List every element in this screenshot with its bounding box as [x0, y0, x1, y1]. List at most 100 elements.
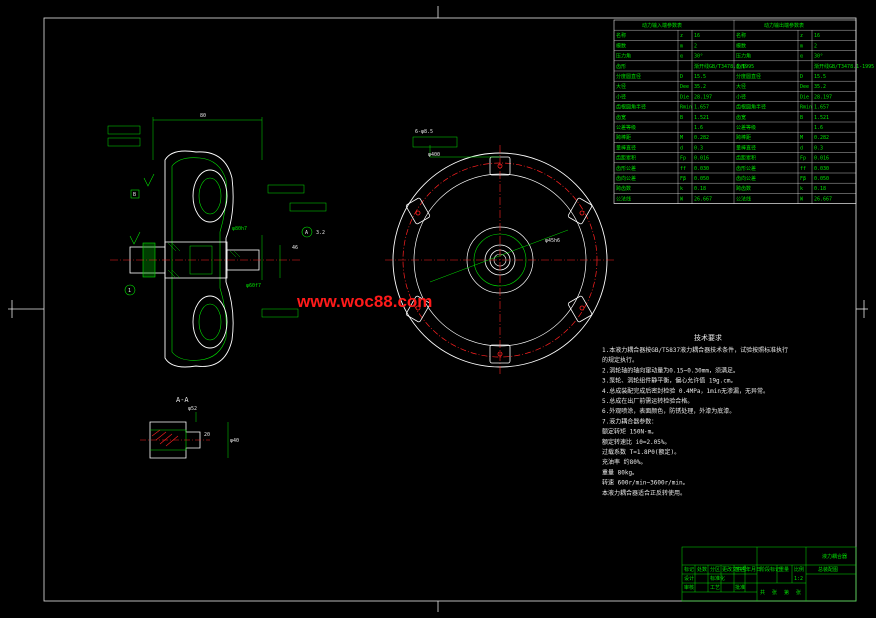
- tech-note-line: 4.总成装配完成后密封检验 0.4MPa，1min无渗漏，无异常。: [602, 387, 769, 395]
- param-table-cell: 齿距累积: [616, 155, 636, 162]
- param-table-cell: 大径: [616, 83, 626, 90]
- sec-dim-1: φ52: [188, 406, 197, 412]
- param-table-cell: 1.521: [814, 115, 829, 121]
- param-table-cell: 小径: [616, 93, 626, 100]
- param-table-cell: D: [800, 74, 803, 80]
- param-table-cell: B: [680, 115, 683, 121]
- param-table-cell: 公法线: [736, 195, 751, 202]
- param-table-cell: 公差等级: [736, 124, 756, 131]
- drawing-title: 总装配图: [818, 566, 838, 573]
- param-table-cell: 15.5: [694, 74, 706, 80]
- param-table-cell: 跨棒距: [736, 134, 751, 141]
- param-table-cell: M: [800, 135, 803, 141]
- param-table-cell: 2: [814, 43, 817, 49]
- param-table-cell: 跨齿数: [616, 185, 631, 192]
- param-table-cell: 量棒直径: [616, 144, 636, 151]
- drawing-frame: [8, 6, 868, 612]
- tech-note-line: 5.总成在出厂前需运转检验合格。: [602, 397, 693, 405]
- param-table-cell: 齿形: [616, 63, 626, 70]
- item-balloon: 1: [128, 288, 131, 294]
- datum-marker-b: B: [133, 192, 136, 198]
- param-table-header: 动力输入端参数表: [642, 22, 682, 29]
- param-table-cell: Dee: [680, 84, 689, 90]
- param-table-cell: k: [680, 186, 683, 192]
- param-table-cell: 名称: [736, 32, 746, 39]
- param-table-cell: 齿向公差: [736, 175, 756, 182]
- title-block-label: 设计: [684, 575, 694, 582]
- param-table-cell: Die: [680, 94, 689, 100]
- title-block-label: 共: [760, 589, 765, 596]
- tech-note-line: 1.本液力耦合器按GB/T5837液力耦合器技术条件，试验按照标准执行: [602, 346, 788, 354]
- param-table-cell: α: [680, 54, 683, 60]
- tech-note-line: 本液力耦合器适合正反转使用。: [602, 489, 686, 497]
- fit-dim-1: φ80h7: [232, 226, 247, 232]
- param-table-cell: 0.282: [814, 135, 829, 141]
- param-table-cell: 齿宽: [736, 114, 746, 121]
- tech-note-line: 7.液力耦合器参数：: [602, 417, 657, 425]
- param-table-cell: m: [680, 43, 683, 49]
- param-table-cell: 1.6: [814, 125, 823, 131]
- fit-dim-2: φ60f7: [246, 283, 261, 289]
- title-block: [681, 546, 857, 602]
- param-table-cell: 齿宽: [616, 114, 626, 121]
- param-table-cell: 28.197: [814, 94, 832, 100]
- param-table-cell: 0.050: [814, 176, 829, 182]
- datum-marker-a: A: [305, 230, 308, 236]
- param-table-cell: α: [800, 54, 803, 60]
- param-table-cell: Die: [800, 94, 809, 100]
- param-table-cell: 1.6: [694, 125, 703, 131]
- param-table-cell: 齿向公差: [616, 175, 636, 182]
- title-block-label: 年月日: [746, 566, 761, 573]
- param-table-cell: 0.030: [814, 166, 829, 172]
- param-table-cell: Fp: [800, 156, 806, 162]
- title-block-label: 处数: [697, 566, 707, 573]
- param-table-cell: 分度圆直径: [616, 73, 641, 80]
- tech-note-line: 充油率 约80%。: [602, 458, 646, 466]
- param-table-cell: z: [800, 33, 803, 39]
- param-table-cell: 齿形公差: [736, 165, 756, 172]
- sec-dim-3: φ40: [230, 438, 239, 444]
- param-table-cell: 0.282: [694, 135, 709, 141]
- tech-note-line: 的规定执行。: [602, 356, 638, 364]
- title-block-label: 阶段标记: [760, 566, 780, 573]
- param-table-cell: 35.2: [694, 84, 706, 90]
- param-table-cell: 30°: [694, 54, 703, 60]
- tech-note-line: 6.外观喷涂，表面颜色，防锈处理，外漆为底漆。: [602, 407, 735, 415]
- overall-width-dim: 80: [200, 113, 206, 119]
- tech-note-line: 重量 80kg。: [602, 468, 638, 476]
- radius-dim: φ45h6: [545, 238, 560, 244]
- param-table-cell: k: [800, 186, 803, 192]
- param-table-cell: 0.3: [814, 145, 823, 151]
- param-table-cell: 26.667: [814, 196, 832, 202]
- title-block-label: 重量: [779, 566, 789, 573]
- tech-note-line: 过载系数 T=1.8P0(额定)。: [602, 448, 680, 456]
- param-table-cell: 26.667: [694, 196, 712, 202]
- title-block-label: 标准化: [710, 575, 725, 582]
- param-table-cell: B: [800, 115, 803, 121]
- front-view: 6-φ8.5 φ400 φ45h6: [385, 129, 615, 375]
- side-section-view: 80 φ80h7 φ60f7 46 1: [107, 113, 327, 368]
- param-table-cell: 跨齿数: [736, 185, 751, 192]
- tech-note-line: 3.泵轮、涡轮组件静平衡，偏心允许值 19g.cm。: [602, 377, 737, 385]
- title-block-label: 工艺: [710, 585, 720, 591]
- param-table-cell: 0.016: [814, 156, 829, 162]
- scale-value: 1:2: [794, 576, 803, 582]
- param-table-cell: 0.050: [694, 176, 709, 182]
- param-table-cell: 28.197: [694, 94, 712, 100]
- param-table-cell: 模数: [616, 42, 626, 49]
- part-name: 液力耦合器: [822, 553, 847, 560]
- roughness-symbol: 3.2: [316, 230, 325, 236]
- param-table-cell: 0.18: [814, 186, 826, 192]
- param-table-cell: W: [800, 196, 804, 202]
- title-block-label: 更改文件号: [722, 566, 747, 573]
- bolt-circle-dim: φ400: [428, 152, 440, 158]
- tech-note-line: 额定转速比 i0=2.05%。: [602, 438, 671, 446]
- watermark: www.woc88.com: [296, 292, 432, 311]
- title-block-label: 第: [784, 589, 789, 596]
- title-block-label: 分区: [710, 566, 720, 573]
- param-table-cell: 1.657: [694, 105, 709, 111]
- section-detail-aa: A-A φ52 20 φ40: [140, 396, 239, 459]
- param-table-cell: Dee: [800, 84, 809, 90]
